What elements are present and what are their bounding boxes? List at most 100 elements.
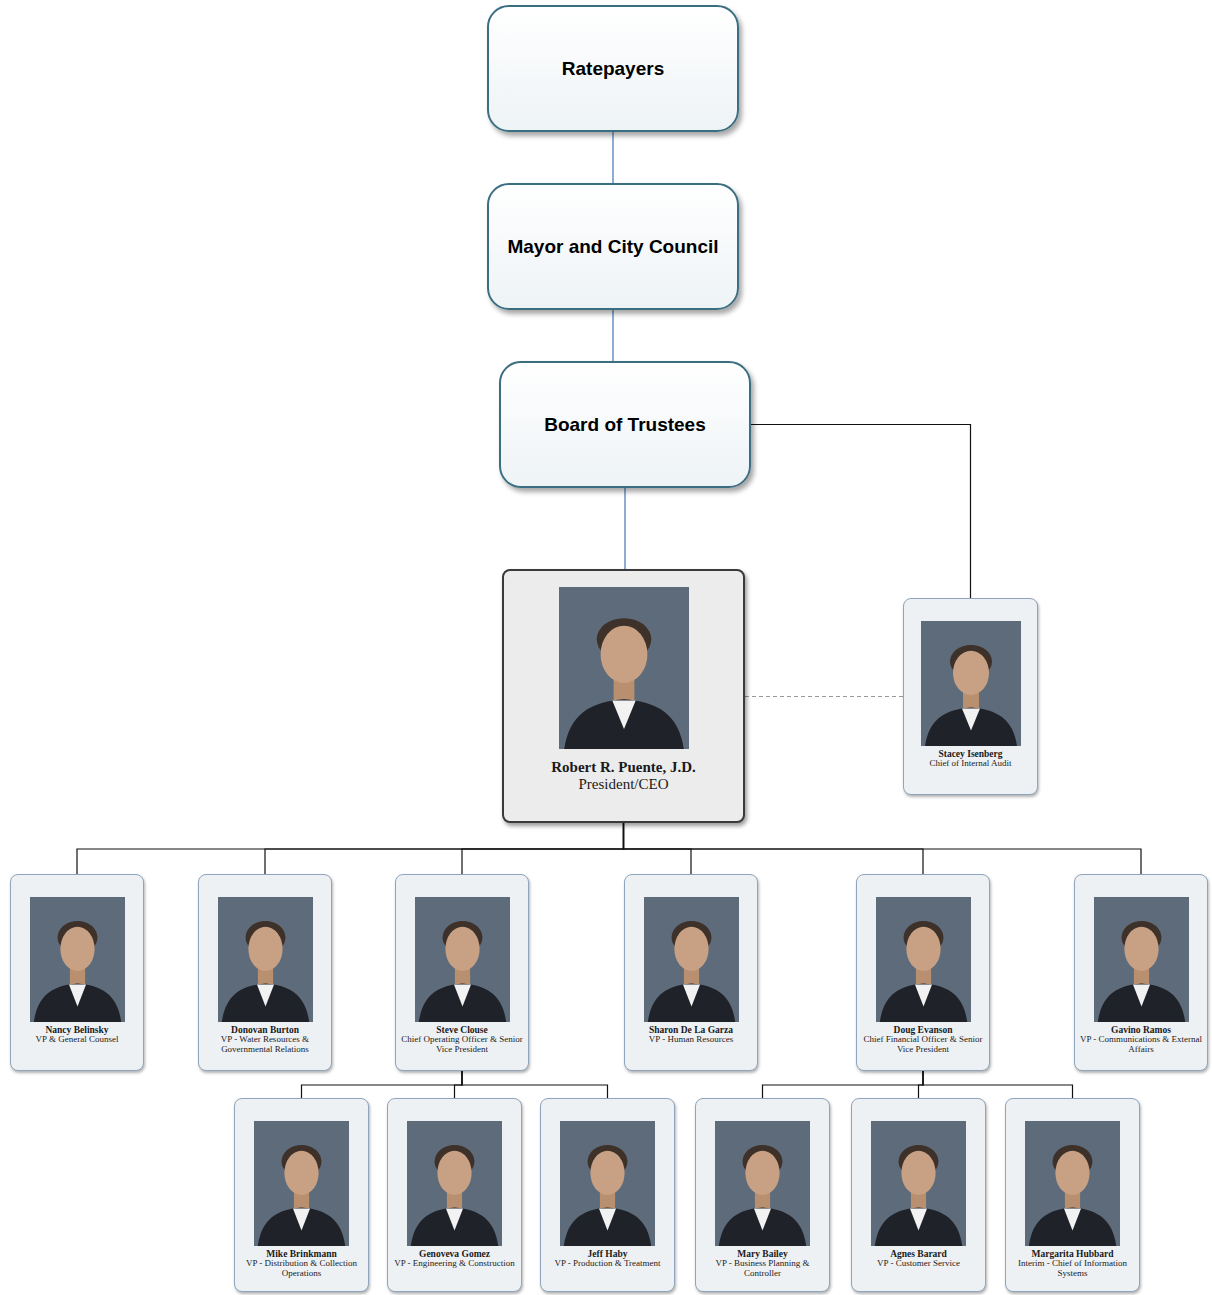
portrait-photo xyxy=(1025,1121,1120,1246)
reporting-line xyxy=(455,1071,463,1098)
portrait-photo xyxy=(30,897,125,1022)
officer-card: Stacey IsenbergChief of Internal Audit xyxy=(903,598,1038,795)
photo-backdrop xyxy=(218,897,313,1022)
job-title: VP - Production & Treatment xyxy=(554,1259,660,1269)
photo-suit xyxy=(879,984,966,1022)
officer-card: Doug EvansonChief Financial Officer & Se… xyxy=(856,874,990,1071)
officer-card: Genoveva GomezVP - Engineering & Constru… xyxy=(387,1098,522,1292)
photo-suit xyxy=(258,1208,345,1246)
photo-suit xyxy=(411,1208,498,1246)
officer-card: Gavino RamosVP - Communications & Extern… xyxy=(1074,874,1208,1071)
photo-suit xyxy=(418,984,505,1022)
portrait-photo xyxy=(415,897,510,1022)
person-name: Gavino Ramos xyxy=(1111,1025,1171,1035)
photo-backdrop xyxy=(871,1121,966,1246)
photo-backdrop xyxy=(921,621,1021,746)
person-name: Margarita Hubbard xyxy=(1031,1249,1113,1259)
job-title: Chief Operating Officer & Senior Vice Pr… xyxy=(399,1035,525,1055)
person-name: Agnes Barard xyxy=(890,1249,947,1259)
reporting-line xyxy=(612,132,613,183)
photo-face xyxy=(60,927,94,971)
job-title: VP - Communications & External Affairs xyxy=(1078,1035,1204,1055)
photo-backdrop xyxy=(644,897,739,1022)
photo-face xyxy=(248,927,282,971)
job-title: VP - Engineering & Construction xyxy=(394,1259,515,1269)
photo-face xyxy=(901,1151,935,1195)
reporting-line xyxy=(77,823,624,874)
person-name: Stacey Isenberg xyxy=(938,749,1002,759)
officer-card: Sharon De La GarzaVP - Human Resources xyxy=(624,874,758,1071)
portrait-photo xyxy=(644,897,739,1022)
photo-backdrop xyxy=(1094,897,1189,1022)
box-label: Mayor and City Council xyxy=(507,236,718,258)
job-title: Interim - Chief of Information Systems xyxy=(1009,1259,1136,1279)
person-name: Mary Bailey xyxy=(737,1249,787,1259)
photo-backdrop xyxy=(407,1121,502,1246)
executive-card: Robert R. Puente, J.D.President/CEO xyxy=(502,569,745,823)
reporting-line xyxy=(763,1071,924,1098)
photo-backdrop xyxy=(715,1121,810,1246)
portrait-photo xyxy=(715,1121,810,1246)
officer-card: Mike BrinkmannVP - Distribution & Collec… xyxy=(234,1098,369,1292)
person-name: Doug Evanson xyxy=(894,1025,953,1035)
photo-collar xyxy=(962,709,980,731)
photo-collar xyxy=(599,1209,616,1231)
governance-box: Ratepayers xyxy=(487,5,739,132)
person-name: Nancy Belinsky xyxy=(45,1025,108,1035)
reporting-line xyxy=(612,310,613,361)
reporting-line xyxy=(462,823,624,874)
photo-collar xyxy=(446,1209,463,1231)
photo-backdrop xyxy=(254,1121,349,1246)
photo-suit xyxy=(221,984,308,1022)
job-title: President/CEO xyxy=(579,776,669,793)
officer-card: Mary BaileyVP - Business Planning & Cont… xyxy=(695,1098,830,1292)
photo-suit xyxy=(647,984,734,1022)
portrait-photo xyxy=(218,897,313,1022)
box-label: Ratepayers xyxy=(562,58,664,80)
photo-face xyxy=(437,1151,471,1195)
person-name: Donovan Burton xyxy=(231,1025,299,1035)
reporting-line xyxy=(462,1071,608,1098)
reporting-line xyxy=(624,823,1142,874)
photo-suit xyxy=(564,699,684,749)
photo-suit xyxy=(875,1208,962,1246)
photo-face xyxy=(674,927,708,971)
photo-backdrop xyxy=(559,587,689,749)
governance-box: Board of Trustees xyxy=(499,361,751,488)
photo-face xyxy=(906,927,940,971)
photo-suit xyxy=(1029,1208,1116,1246)
photo-suit xyxy=(33,984,120,1022)
reporting-line xyxy=(919,1071,924,1098)
officer-card: Steve ClouseChief Operating Officer & Se… xyxy=(395,874,529,1071)
photo-collar xyxy=(1132,985,1149,1007)
dotted-reporting-line xyxy=(745,696,903,697)
portrait-photo xyxy=(254,1121,349,1246)
photo-suit xyxy=(719,1208,806,1246)
photo-backdrop xyxy=(30,897,125,1022)
photo-face xyxy=(600,626,647,683)
portrait-photo xyxy=(871,1121,966,1246)
photo-collar xyxy=(754,1209,771,1231)
reporting-line xyxy=(923,1071,1073,1098)
officer-card: Margarita HubbardInterim - Chief of Info… xyxy=(1005,1098,1140,1292)
photo-face xyxy=(953,651,989,695)
portrait-photo xyxy=(876,897,971,1022)
portrait-photo xyxy=(921,621,1021,746)
photo-collar xyxy=(1064,1209,1081,1231)
reporting-line xyxy=(751,425,971,599)
person-name: Jeff Haby xyxy=(588,1249,628,1259)
photo-collar xyxy=(612,700,635,729)
reporting-line xyxy=(624,488,625,569)
job-title: VP - Water Resources & Governmental Rela… xyxy=(202,1035,328,1055)
photo-backdrop xyxy=(1025,1121,1120,1246)
officer-card: Jeff HabyVP - Production & Treatment xyxy=(540,1098,675,1292)
person-name: Steve Clouse xyxy=(436,1025,487,1035)
photo-collar xyxy=(910,1209,927,1231)
portrait-photo xyxy=(560,1121,655,1246)
photo-suit xyxy=(1097,984,1184,1022)
photo-suit xyxy=(564,1208,651,1246)
photo-backdrop xyxy=(560,1121,655,1246)
photo-face xyxy=(445,927,479,971)
officer-card: Nancy BelinskyVP & General Counsel xyxy=(10,874,144,1071)
